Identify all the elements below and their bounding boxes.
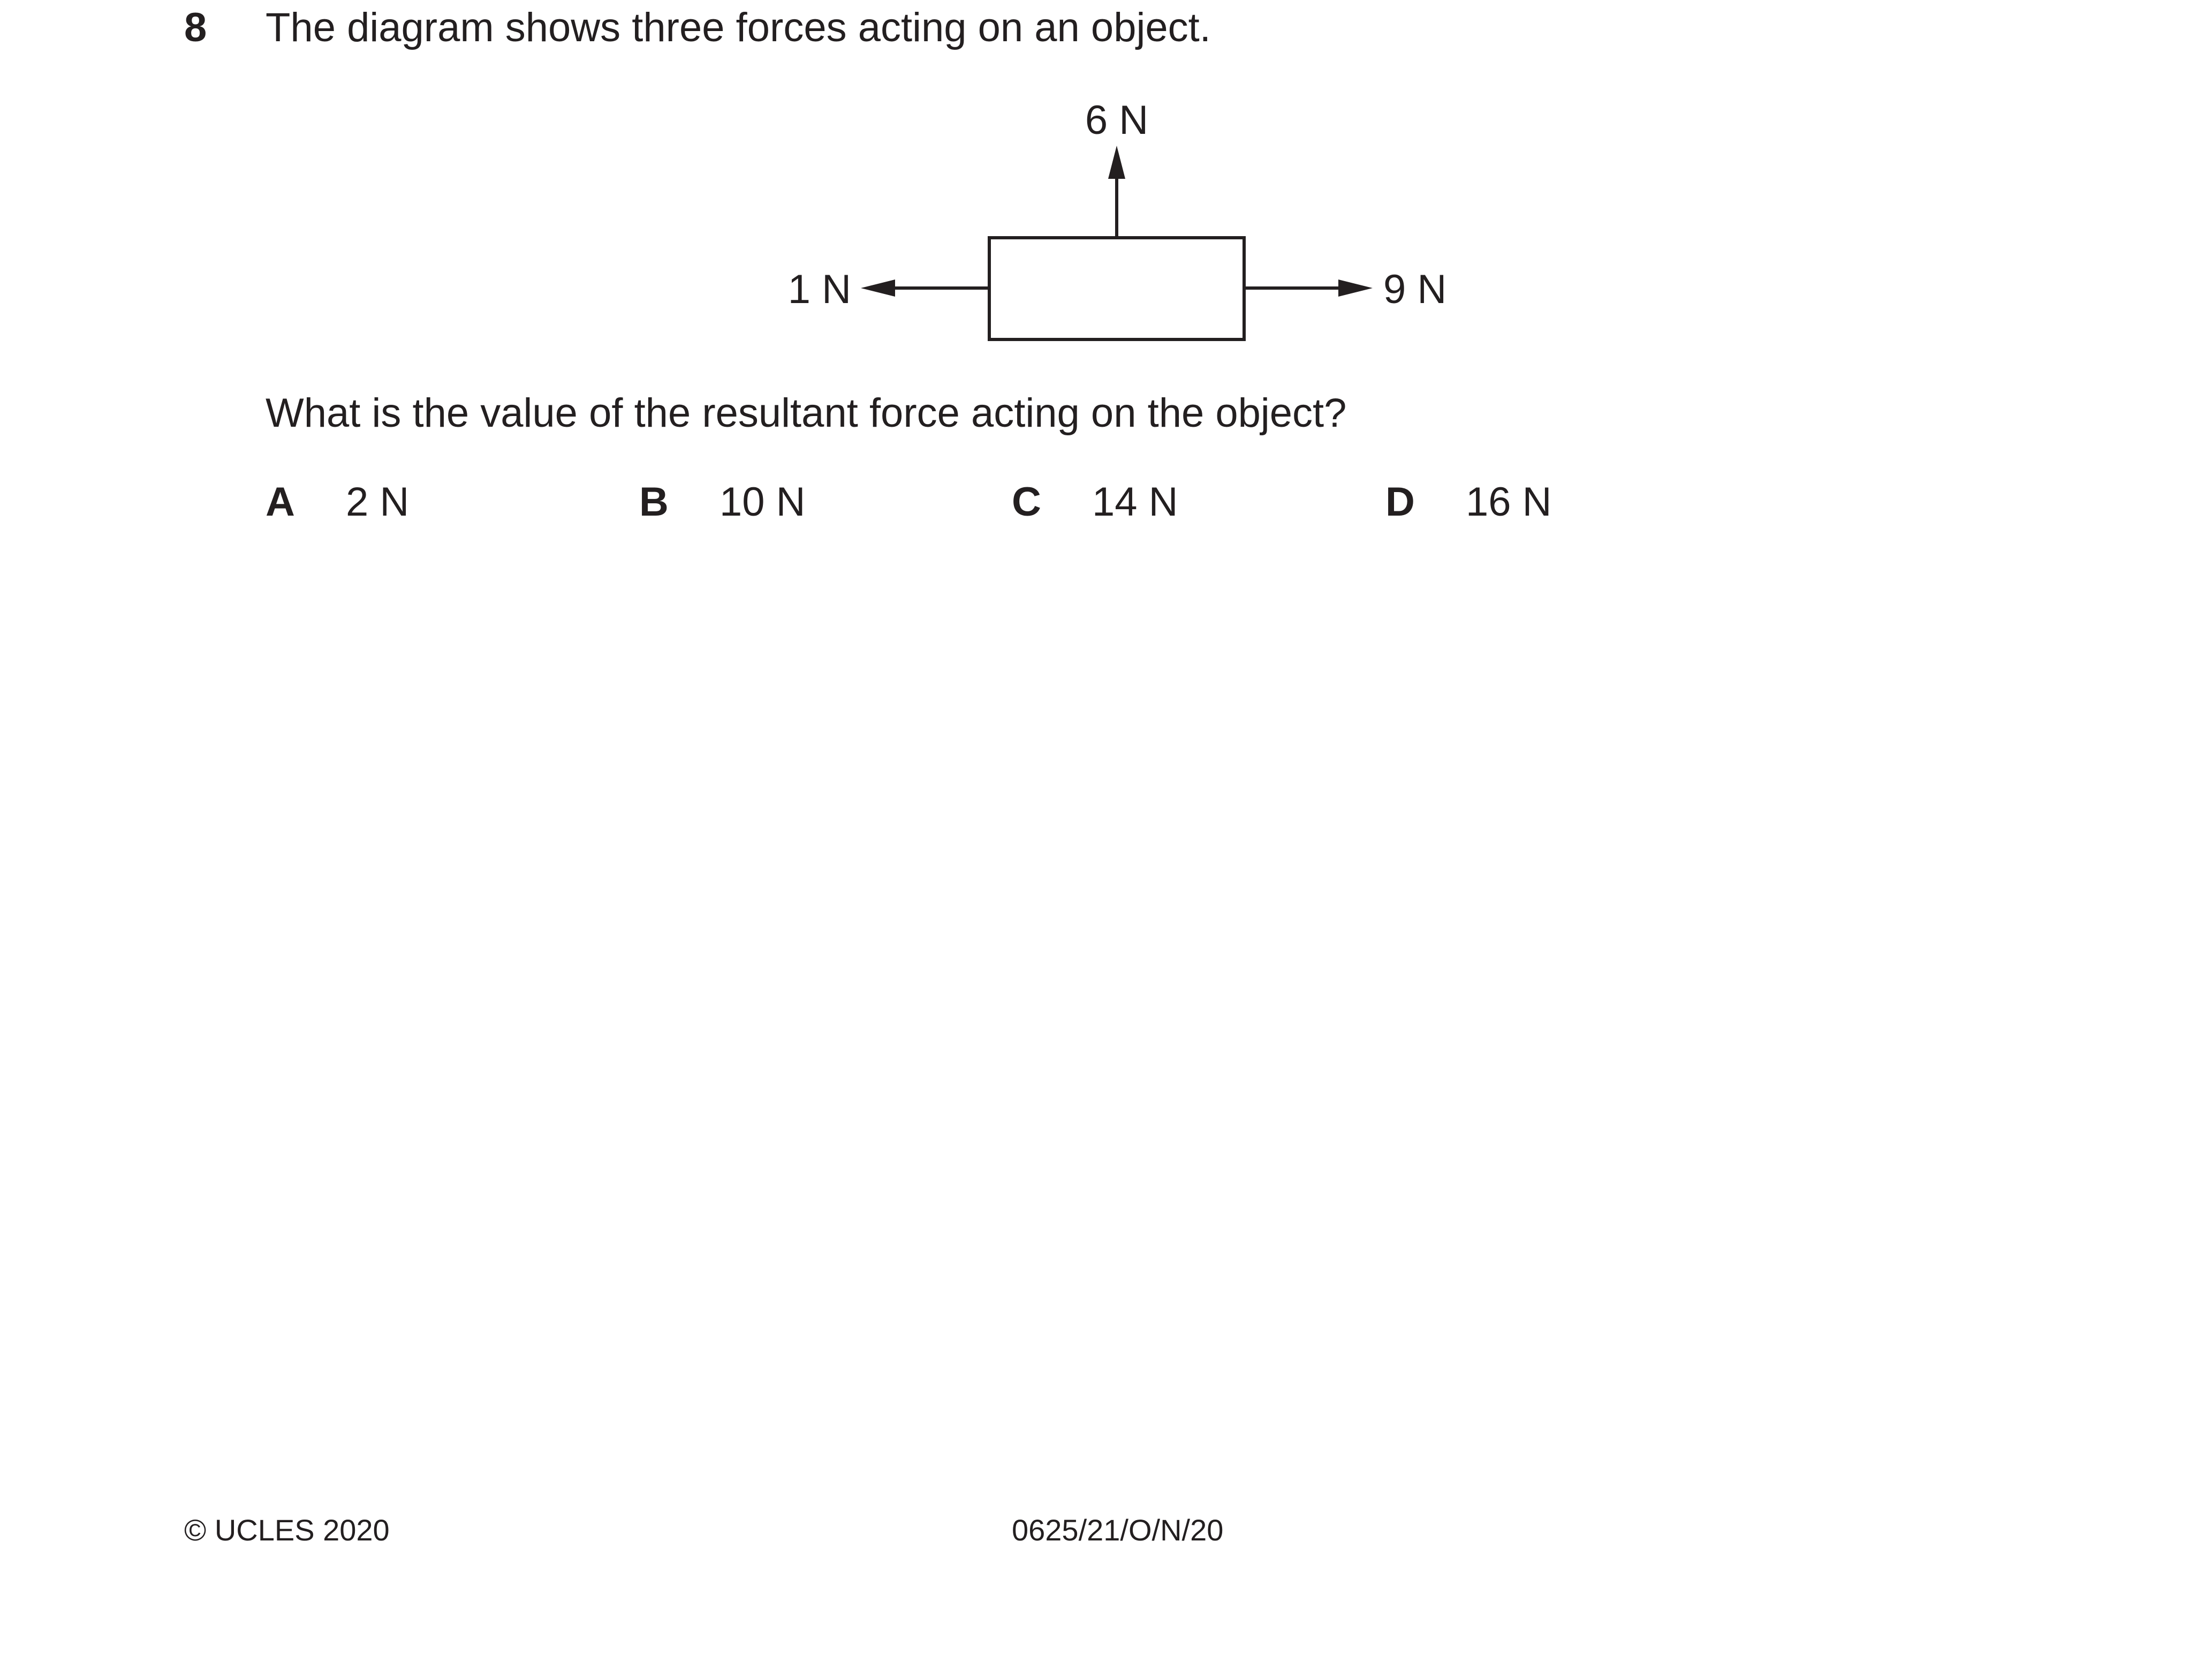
option-b-value: 10 N [719, 479, 806, 525]
left-force-label: 1 N [788, 267, 851, 312]
option-d-value: 16 N [1466, 479, 1552, 525]
option-a-value: 2 N [346, 479, 410, 525]
object-box [988, 236, 1246, 341]
up-force-arrowhead [1108, 146, 1125, 179]
left-force-arrowhead [861, 279, 895, 297]
option-c-value: 14 N [1092, 479, 1178, 525]
option-d-letter: D [1385, 479, 1415, 525]
option-c-letter: C [1012, 479, 1041, 525]
question-prompt: What is the value of the resultant force… [266, 390, 1347, 436]
footer-paper-code: 0625/21/O/N/20 [1012, 1513, 1224, 1547]
question-stem: The diagram shows three forces acting on… [266, 5, 1211, 50]
right-force-arrowhead [1338, 279, 1373, 297]
option-a-letter: A [266, 479, 295, 525]
footer-copyright: © UCLES 2020 [184, 1513, 390, 1547]
up-force-label: 6 N [1085, 97, 1148, 143]
option-b-letter: B [639, 479, 669, 525]
question-number: 8 [184, 5, 207, 50]
right-force-label: 9 N [1383, 267, 1446, 312]
